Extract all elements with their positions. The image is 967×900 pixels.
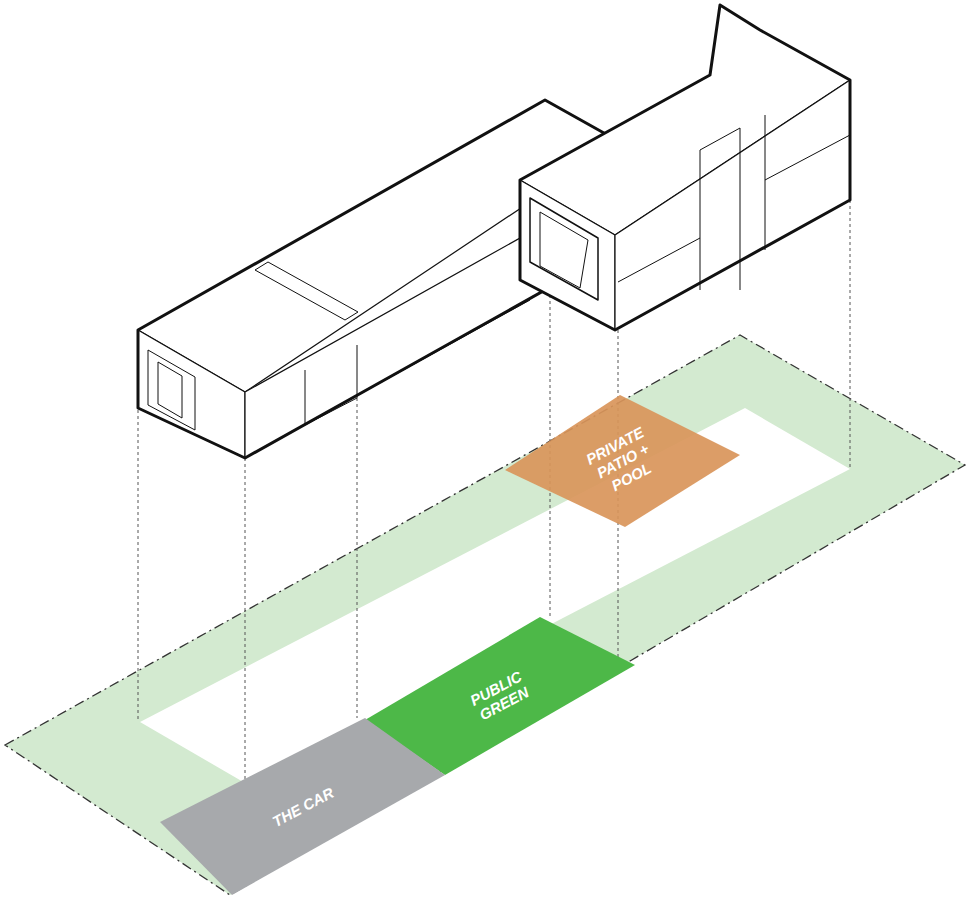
site-band <box>5 335 965 895</box>
patio-zone: PRIVATE PATIO + POOL <box>505 395 740 527</box>
footprint <box>140 408 850 783</box>
zone-fill <box>505 395 740 527</box>
car-zone: THE CAR <box>160 718 445 895</box>
site-boundary <box>5 335 965 895</box>
house-massing <box>138 5 850 458</box>
zone-fill <box>160 718 445 895</box>
